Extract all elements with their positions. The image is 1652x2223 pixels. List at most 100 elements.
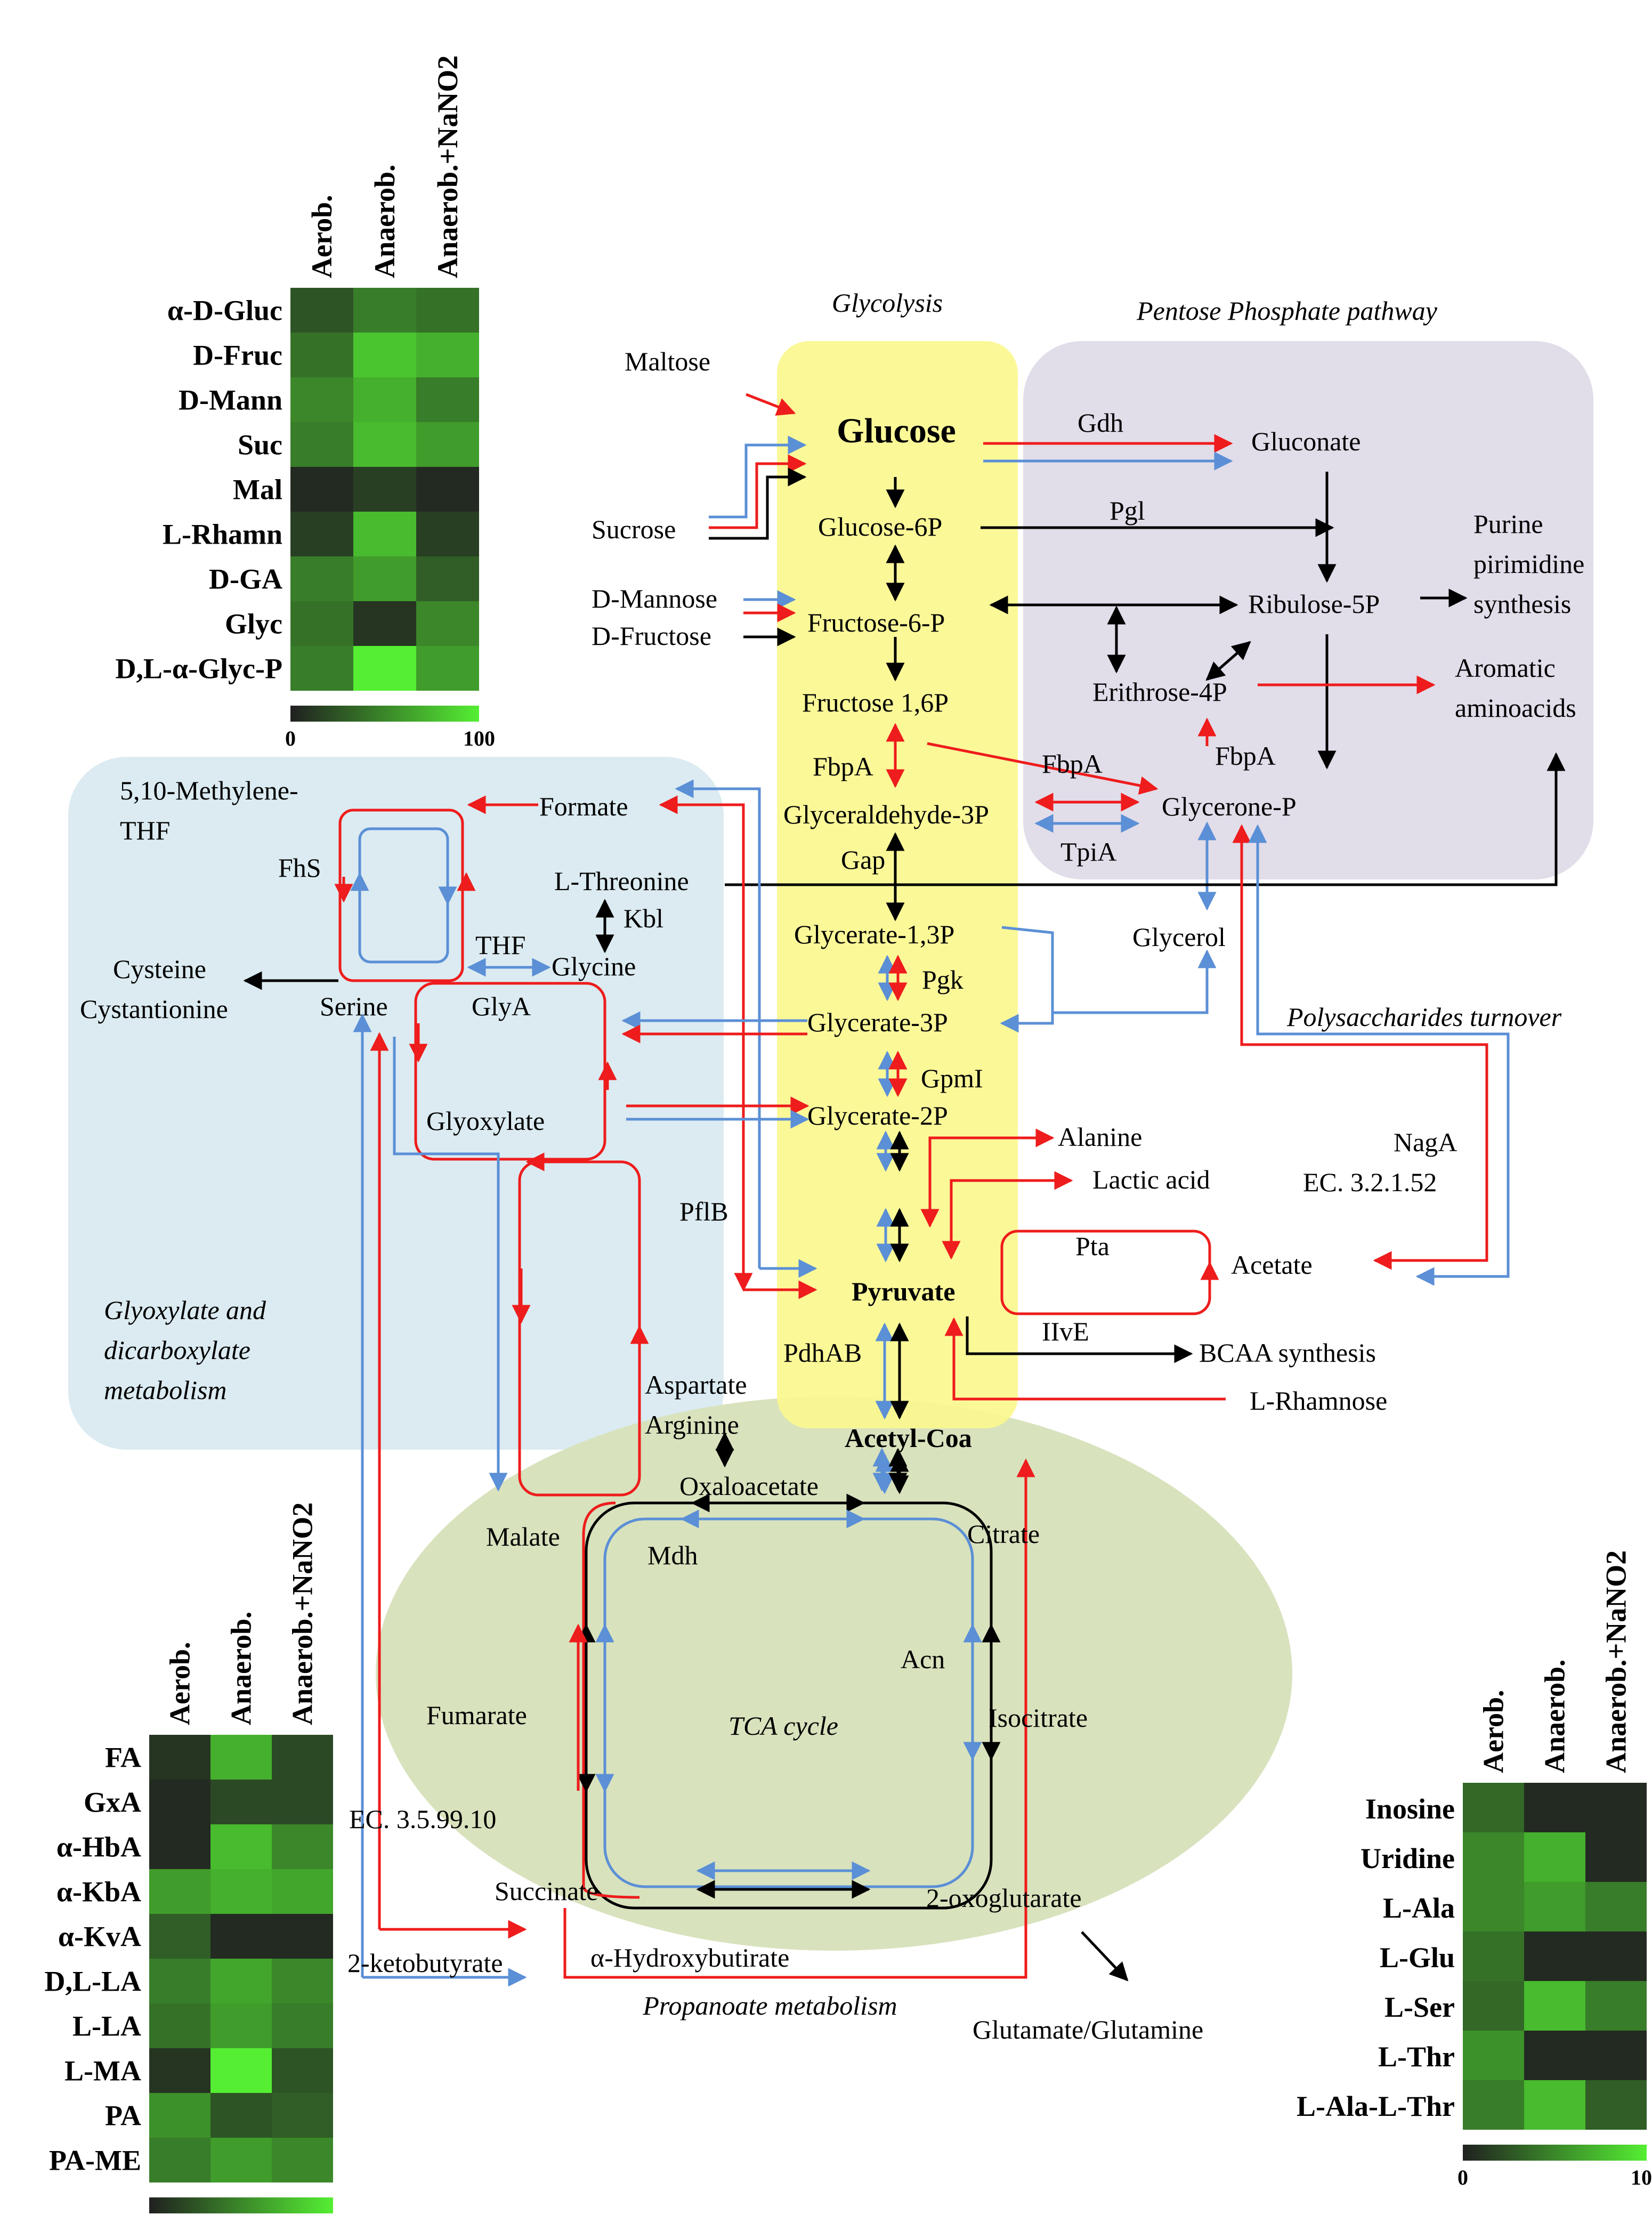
heatmap-cell [149, 1824, 210, 1869]
heatmap-cell [210, 1824, 272, 1869]
ec-3-5-99-10-label: EC. 3.5.99.10 [349, 1804, 496, 1834]
heatmap-cell [416, 422, 479, 467]
methylene-thf-label-1: 5,10-Methylene- [120, 775, 298, 805]
purine-label-1: Purine [1473, 509, 1543, 539]
heatmap-row-label: L-Thr [1378, 2041, 1455, 2073]
heatmap-cell [353, 646, 416, 691]
heatmap-row-label: α-KvA [58, 1920, 141, 1952]
heatmap-cell [416, 333, 479, 377]
acetyl-coa-label: Acetyl-Coa [845, 1423, 972, 1453]
glyoxylate-title-3: metabolism [104, 1375, 227, 1405]
oxaloacetate-label: Oxaloacetate [679, 1471, 819, 1501]
heatmap-cell [1524, 2080, 1585, 2130]
fhs-label: FhS [278, 853, 321, 883]
lactic-acid-label: Lactic acid [1092, 1165, 1210, 1194]
aromatic-label-1: Aromatic [1455, 653, 1556, 683]
purine-label-2: pirimidine [1473, 549, 1584, 579]
glyoxylate-title-1: Glyoxylate and [104, 1295, 266, 1325]
acetate-label: Acetate [1231, 1250, 1313, 1280]
glucose-6p-label: Glucose-6P [818, 512, 942, 541]
ec-3-2-1-52-label: EC. 3.2.1.52 [1303, 1167, 1437, 1197]
heatmap-row-label: Suc [238, 429, 282, 460]
heatmap-cell [290, 556, 353, 601]
glycerate-13p-label: Glycerate-1,3P [794, 919, 954, 949]
heatmap-cell [1463, 1832, 1524, 1882]
arginine-label: Arginine [645, 1410, 739, 1440]
heatmap-cell [210, 1780, 272, 1824]
fbpa-label-2: FbpA [1042, 749, 1103, 779]
l-rhamnose-label: L-Rhamnose [1250, 1386, 1387, 1416]
heatmap-row-label: GxA [84, 1786, 141, 1818]
glutamate-label: Glutamate/Glutamine [973, 2015, 1203, 2044]
heatmap-cell [210, 1735, 272, 1780]
polysaccharides-title: Polysaccharides turnover [1286, 1002, 1562, 1032]
heatmap-column-label: Anaerob.+NaNO2 [432, 55, 464, 278]
glycerate-3p-label: Glycerate-3P [807, 1007, 948, 1037]
heatmap-row-label: L-Ala [1383, 1892, 1455, 1924]
thf-label: THF [475, 930, 525, 960]
heatmap-column-label: Anaerob.+NaNO2 [1600, 1550, 1632, 1773]
heatmap-cell [272, 2138, 333, 2182]
pyruvate-label: Pyruvate [852, 1276, 955, 1306]
colorbar-max-label: 100 [1631, 2165, 1652, 2189]
cysteine-label-1: Cysteine [113, 954, 206, 984]
heatmap-column-label: Aerob. [1478, 1690, 1510, 1774]
heatmap-cell [210, 1914, 272, 1959]
heatmap-row-label: L-Glu [1380, 1942, 1455, 1974]
heatmap-cell [272, 1735, 333, 1780]
glycerate-2p-label: Glycerate-2P [807, 1101, 948, 1130]
fbpa-label-1: FbpA [813, 751, 873, 781]
heatmap-row-label: Mal [233, 473, 282, 505]
heatmap-row-label: α-D-Gluc [167, 294, 282, 326]
heatmap-cell [1585, 1783, 1647, 1832]
fumarate-label: Fumarate [426, 1700, 527, 1730]
glycine-label: Glycine [552, 951, 636, 981]
enzyme-labels: Gdh Pgl FbpA FbpA FbpA TpiA Gap Pgk GpmI… [278, 408, 1457, 1834]
heatmap-cell [149, 2138, 210, 2182]
glyceraldehyde-3p-label: Glyceraldehyde-3P [783, 799, 989, 829]
heatmap-cell [272, 2003, 333, 2048]
heatmap-cell [353, 601, 416, 646]
ilve-label: IIvE [1042, 1316, 1089, 1346]
glucose-label: Glucose [837, 411, 956, 450]
fbpa-label-3: FbpA [1215, 741, 1276, 771]
mdh-label: Mdh [647, 1540, 698, 1570]
heatmap-cell [272, 1914, 333, 1959]
heatmap-cell [290, 646, 353, 691]
naga-label: NagA [1394, 1127, 1457, 1157]
fructose-16p-label: Fructose 1,6P [802, 688, 949, 717]
glycerol-label: Glycerol [1132, 922, 1226, 952]
heatmap-cell [210, 2048, 272, 2093]
heatmap-row-label: α-KbA [56, 1876, 141, 1907]
heatmap-cell [210, 2003, 272, 2048]
heatmap-cell [149, 1735, 210, 1780]
fructose-6p-label: Fructose-6-P [807, 608, 945, 637]
tca-region [376, 1396, 1292, 1951]
heatmap-row-label: FA [105, 1741, 141, 1773]
heatmap-cell [272, 1959, 333, 2003]
purine-label-3: synthesis [1473, 589, 1571, 619]
colorbar-min-label: 0 [144, 2218, 155, 2223]
heatmap-row-label: D-Fruc [193, 339, 282, 371]
heatmap-colorbar [290, 706, 479, 722]
colorbar-max-label: 100 [317, 2218, 349, 2223]
heatmap-cell [416, 556, 479, 601]
heatmap-cell [1463, 2031, 1524, 2080]
heatmap-cell [353, 556, 416, 601]
heatmap-row-label: L-Ser [1384, 1991, 1455, 2023]
pflb-label: PflB [679, 1197, 728, 1226]
heatmap-cell [1585, 1931, 1647, 1981]
heatmap-cell [416, 512, 479, 556]
heatmap-cell [1524, 1981, 1585, 2031]
heatmap-cell [149, 2093, 210, 2138]
heatmap-cell [416, 646, 479, 691]
heatmap-cell [290, 512, 353, 556]
succinate-label: Succinate [495, 1876, 598, 1906]
heatmap-cell [1463, 1882, 1524, 1931]
heatmap-cell [290, 422, 353, 467]
kbl-label: Kbl [623, 903, 663, 933]
heatmap-amino-acids: Aerob.Anaerob.Anaerob.+NaNO2InosineUridi… [1297, 1550, 1652, 2189]
d-fructose-label: D-Fructose [592, 621, 711, 651]
glyoxylate-label: Glyoxylate [426, 1106, 545, 1136]
